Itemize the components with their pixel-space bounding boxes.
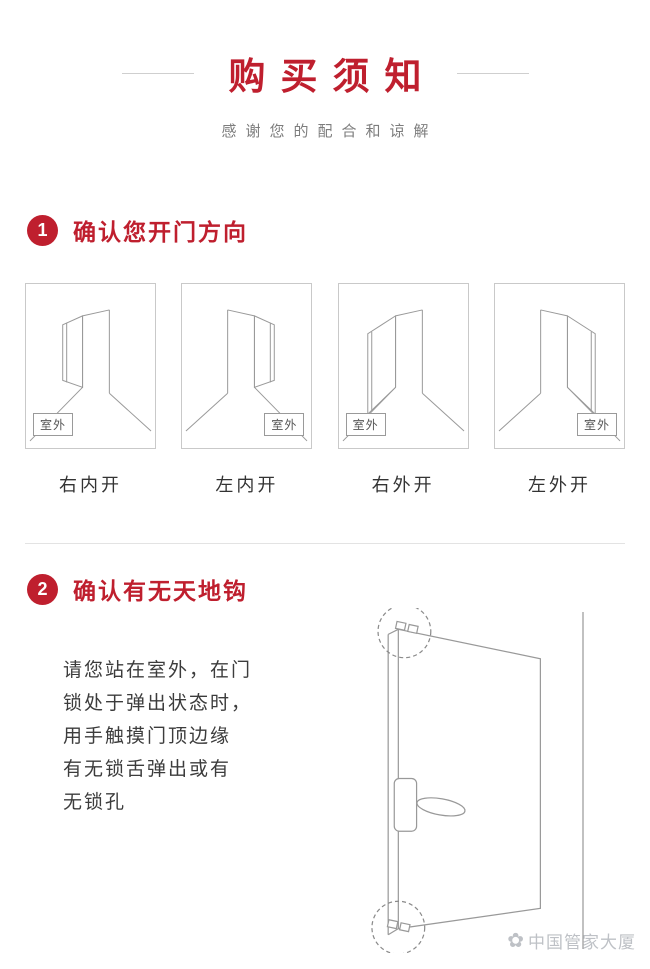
page-title: 购买须知 bbox=[228, 56, 437, 97]
door-diagram-right-inward: 室外 bbox=[25, 283, 156, 449]
door-cell-left-outward: 室外 左外开 bbox=[493, 283, 625, 497]
section-1-number-badge: 1 bbox=[27, 214, 58, 246]
instruction-line: 用手触摸门顶边缘 bbox=[63, 726, 232, 747]
title-divider-left bbox=[121, 72, 194, 74]
instruction-text: 请您站在室外，在门 锁处于弹出状态时， 用手触摸门顶边缘 有无锁舌弹出或有 无锁… bbox=[63, 654, 288, 819]
section-1-title: 确认您开门方向 bbox=[73, 219, 248, 245]
watermark-text: 中国管家大厦 bbox=[528, 933, 636, 952]
door-label: 左外开 bbox=[527, 475, 591, 495]
section-2-number-badge: 2 bbox=[27, 573, 58, 605]
title-divider-right bbox=[456, 72, 529, 74]
watermark: ✿ 中国管家大厦 bbox=[507, 928, 636, 953]
outdoor-label: 室外 bbox=[576, 413, 617, 436]
outdoor-label: 室外 bbox=[33, 413, 74, 436]
instruction-line: 有无锁舌弹出或有 bbox=[63, 759, 232, 780]
door-diagram-right-outward: 室外 bbox=[337, 283, 469, 449]
door-label: 左内开 bbox=[215, 475, 279, 495]
instruction-line: 请您站在室外，在门 bbox=[63, 660, 253, 681]
door-cell-right-inward: 室外 右内开 bbox=[25, 283, 156, 497]
section-2-title: 确认有无天地钩 bbox=[73, 578, 248, 604]
door-diagram-left-inward: 室外 bbox=[181, 283, 313, 449]
door-diagram-left-outward: 室外 bbox=[493, 283, 625, 449]
instruction-line: 锁处于弹出状态时， bbox=[63, 693, 253, 714]
door-lock-check-illustration bbox=[327, 608, 632, 953]
door-label: 右内开 bbox=[59, 475, 122, 495]
door-left-inward-illustration bbox=[185, 309, 308, 442]
section-divider bbox=[25, 543, 625, 544]
door-direction-grid: 室外 右内开 室外 左内开 bbox=[0, 283, 650, 497]
page-subtitle: 感谢您的配合和谅解 bbox=[221, 123, 438, 140]
section-1-header: 1 确认您开门方向 bbox=[0, 213, 650, 247]
door-cell-right-outward: 室外 右外开 bbox=[337, 283, 469, 497]
door-cell-left-inward: 室外 左内开 bbox=[181, 283, 313, 497]
instruction-line: 无锁孔 bbox=[63, 792, 127, 813]
outdoor-label: 室外 bbox=[345, 413, 386, 436]
door-label: 右外开 bbox=[371, 475, 435, 495]
outdoor-label: 室外 bbox=[264, 413, 305, 436]
title-row: 购买须知 bbox=[0, 46, 650, 100]
watermark-flower-icon: ✿ bbox=[507, 929, 524, 952]
title-block: 购买须知 感谢您的配合和谅解 bbox=[0, 0, 650, 141]
section-2-body: 请您站在室外，在门 锁处于弹出状态时， 用手触摸门顶边缘 有无锁舌弹出或有 无锁… bbox=[0, 606, 650, 961]
section-2-header: 2 确认有无天地钩 bbox=[0, 572, 650, 606]
open-door-with-lock-illustration bbox=[371, 608, 584, 953]
